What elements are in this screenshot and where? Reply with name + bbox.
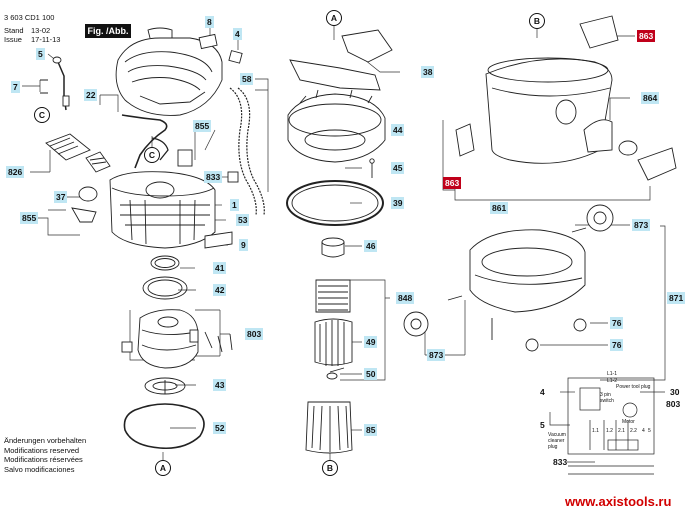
footer-notes: Änderungen vorbehalten Modifications res… [4, 436, 86, 474]
part-label-highlighted: 863 [637, 30, 656, 42]
part-label: 53 [236, 214, 250, 226]
schematic-pin: 1.2 [606, 428, 613, 434]
part-label: 58 [240, 73, 254, 85]
part-label: 803 [245, 328, 264, 340]
issue-label: Issue [4, 35, 22, 44]
connector-mark: A [326, 10, 342, 26]
part-label: 44 [391, 124, 405, 136]
part-label: 45 [391, 162, 405, 174]
part-label: 22 [84, 89, 98, 101]
schematic-power-tool-plug: Power tool plug [616, 384, 651, 390]
part-label: 9 [239, 239, 248, 251]
part-label: 833 [553, 457, 568, 467]
schematic-vacuum-plug: Vacuum cleaner plug [548, 432, 566, 450]
schematic-pin: 2.2 [630, 428, 637, 434]
connector-mark: B [322, 460, 338, 476]
issue-date: 17-11-13 [31, 35, 61, 44]
part-label: 52 [213, 422, 227, 434]
part-label-highlighted: 863 [443, 177, 462, 189]
part-label: 803 [666, 399, 681, 409]
part-label: 864 [641, 92, 660, 104]
connector-mark: C [34, 107, 50, 123]
part-label: 42 [213, 284, 227, 296]
part-label: 37 [54, 191, 68, 203]
footer-line: Änderungen vorbehalten [4, 436, 87, 445]
part-label: 5 [36, 48, 45, 60]
part-label: 76 [610, 339, 624, 351]
part-label: 85 [364, 424, 378, 436]
part-label: 43 [213, 379, 227, 391]
schematic-switch: 3 pin switch [600, 392, 614, 404]
schematic-l1-2: L1-2 [607, 378, 618, 384]
part-label: 49 [364, 336, 378, 348]
schematic-pin: 4 [642, 428, 645, 434]
part-label: 873 [427, 349, 446, 361]
connector-mark: B [529, 13, 545, 29]
schematic-motor: Motor [622, 419, 635, 425]
part-label: 50 [364, 368, 378, 380]
part-label: 8 [205, 16, 214, 28]
part-label: 76 [610, 317, 624, 329]
footer-line: Salvo modificaciones [4, 464, 75, 474]
figure-label: Fig. /Abb. 1 [85, 24, 131, 50]
document-number: 3 603 CD1 100 [4, 13, 55, 22]
website-link[interactable]: www.axistools.ru [565, 494, 672, 509]
part-label: 38 [421, 66, 435, 78]
part-label: 833 [204, 171, 223, 183]
part-label: 873 [632, 219, 651, 231]
schematic-pin: 1.1 [592, 428, 599, 434]
part-label: 39 [391, 197, 405, 209]
stand-label: Stand [4, 26, 24, 35]
part-label: 30 [670, 387, 680, 397]
part-label: 848 [396, 292, 415, 304]
part-label: 855 [193, 120, 212, 132]
part-label: 871 [667, 292, 686, 304]
schematic-l1-1: L1-1 [607, 371, 618, 377]
schematic-pin: 2.1 [618, 428, 625, 434]
part-label: 46 [364, 240, 378, 252]
footer-line: Modifications réservées [4, 455, 83, 465]
part-label: 4 [233, 28, 242, 40]
connector-mark: A [155, 460, 171, 476]
part-label: 5 [540, 420, 545, 430]
part-label: 41 [213, 262, 227, 274]
stand-date: 13-02 [31, 26, 51, 35]
connector-mark: C [144, 147, 160, 163]
part-label: 826 [6, 166, 25, 178]
part-label: 861 [490, 202, 509, 214]
part-label: 7 [11, 81, 20, 93]
footer-line: Modifications reserved [4, 445, 80, 455]
part-label: 1 [230, 199, 239, 211]
schematic-pin: 5 [648, 428, 651, 434]
part-label: 855 [20, 212, 39, 224]
part-label: 4 [540, 387, 545, 397]
